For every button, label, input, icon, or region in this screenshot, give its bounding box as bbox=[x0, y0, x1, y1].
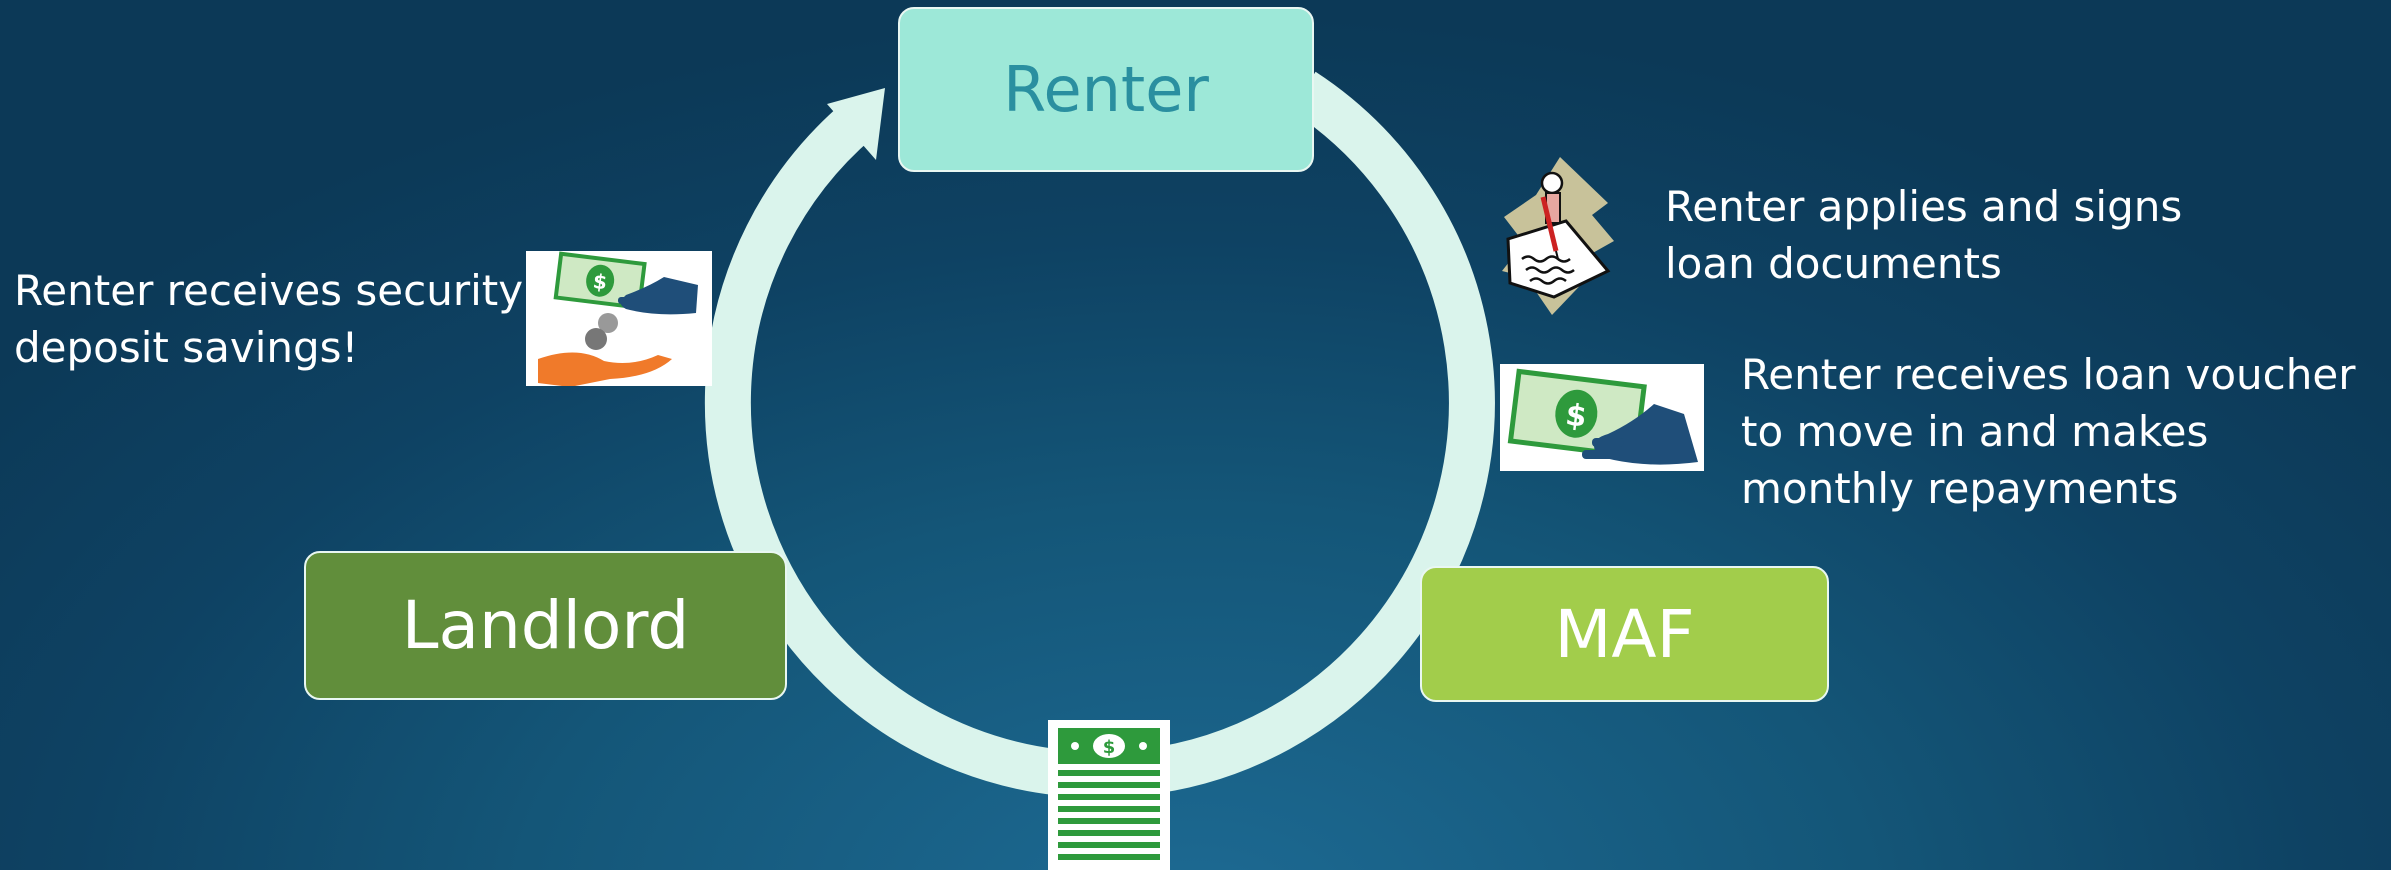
landlord-node: Landlord bbox=[304, 551, 787, 700]
maf-node: MAF bbox=[1420, 566, 1829, 702]
maf-label: MAF bbox=[1554, 595, 1695, 673]
note-loan-voucher: Renter receives loan voucher to move in … bbox=[1741, 350, 2356, 513]
svg-text:$: $ bbox=[1103, 737, 1116, 758]
money-stack-icon: $ bbox=[1048, 720, 1170, 870]
svg-text:$: $ bbox=[1564, 398, 1589, 435]
renter-node: Renter bbox=[898, 7, 1314, 172]
landlord-label: Landlord bbox=[401, 587, 690, 664]
note-applies-signs: Renter applies and signs loan documents bbox=[1665, 182, 2183, 288]
money-voucher-icon: $ bbox=[1500, 364, 1704, 471]
signing-documents-icon bbox=[1502, 157, 1614, 315]
money-exchange-icon: $ bbox=[526, 251, 712, 386]
renter-label: Renter bbox=[1003, 53, 1209, 126]
svg-text:$: $ bbox=[592, 269, 609, 295]
note-deposit-savings: Renter receives security deposit savings… bbox=[14, 266, 524, 372]
